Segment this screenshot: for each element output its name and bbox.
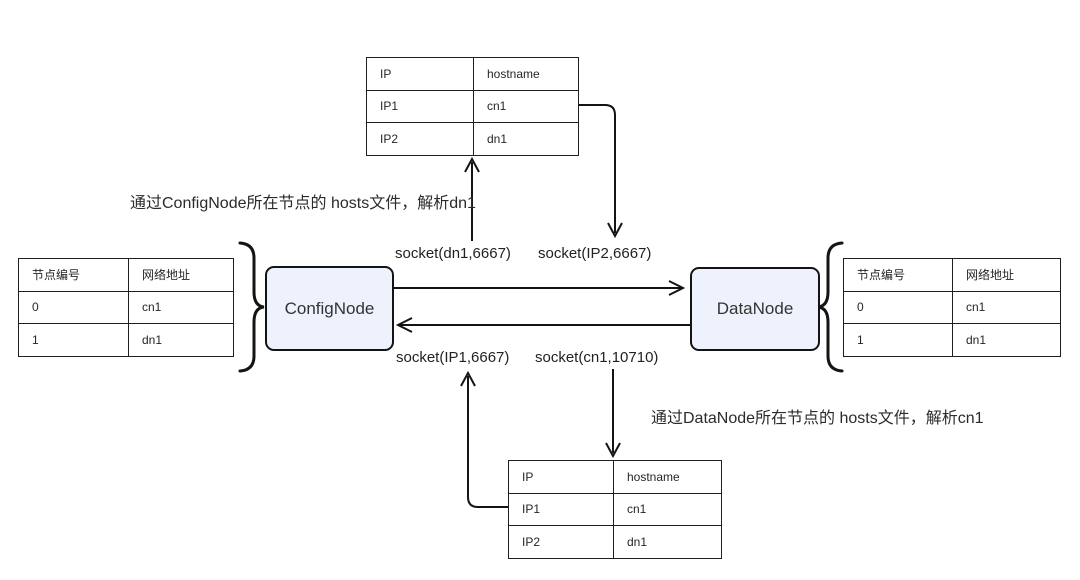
header-cell-net-addr: 网络地址 [128,258,234,292]
table-row: IP1 cn1 [508,492,722,526]
table-row: 0 cn1 [843,290,1061,324]
cell-net-addr: dn1 [952,323,1061,357]
cell-net-addr: cn1 [952,290,1061,324]
confignode-nodelist-table: 节点编号 网络地址 0 cn1 1 dn1 [18,258,234,357]
header-cell-hostname: hostname [613,460,722,494]
table-row: 1 dn1 [843,323,1061,357]
socket-label-cn1-10710: socket(cn1,10710) [535,349,659,366]
table-header-row: IP hostname [508,460,722,494]
header-cell-hostname: hostname [473,57,579,91]
cell-hostname: dn1 [473,122,579,156]
datanode-box: DataNode [690,267,820,351]
header-cell-node-id: 节点编号 [843,258,953,292]
confignode-table-brace [238,241,265,373]
cell-node-id: 1 [843,323,953,357]
socket-label-ip2-6667: socket(IP2,6667) [538,245,652,262]
table-header-row: 节点编号 网络地址 [843,258,1061,292]
table-row: 1 dn1 [18,323,234,357]
cell-net-addr: dn1 [128,323,234,357]
datanode-label: DataNode [716,299,794,318]
cell-node-id: 0 [843,290,953,324]
cell-ip: IP1 [366,89,474,123]
datanode-hosts-note: 通过DataNode所在节点的 hosts文件，解析cn1 [651,410,984,427]
header-cell-ip: IP [508,460,614,494]
confignode-label: ConfigNode [284,298,375,318]
arrow-resolve-dn1-up [464,156,480,241]
cell-ip: IP2 [366,122,474,156]
arrow-confignode-to-datanode [391,280,686,296]
table-row: IP2 dn1 [508,525,722,559]
table-header-row: 节点编号 网络地址 [18,258,234,292]
header-cell-ip: IP [366,57,474,91]
table-header-row: IP hostname [366,57,579,91]
cell-node-id: 0 [18,290,129,324]
arrow-resolve-cn1-down [605,369,621,459]
cell-ip: IP2 [508,525,614,559]
cell-ip: IP1 [508,492,614,526]
cell-hostname: cn1 [613,492,722,526]
header-cell-node-id: 节点编号 [18,258,129,292]
cell-net-addr: cn1 [128,290,234,324]
datanode-hosts-table: IP hostname IP1 cn1 IP2 dn1 [508,460,722,559]
confignode-hosts-table: IP hostname IP1 cn1 IP2 dn1 [366,57,579,156]
cell-hostname: cn1 [473,89,579,123]
header-cell-net-addr: 网络地址 [952,258,1061,292]
table-row: IP2 dn1 [366,122,579,156]
arrow-datanode-to-confignode [395,317,690,333]
cell-hostname: dn1 [613,525,722,559]
arrow-hosts-result-to-ip1 [460,370,508,508]
datanode-table-brace [817,241,844,373]
datanode-nodelist-table: 节点编号 网络地址 0 cn1 1 dn1 [843,258,1061,357]
table-row: IP1 cn1 [366,89,579,123]
confignode-hosts-note: 通过ConfigNode所在节点的 hosts文件，解析dn1 [130,195,476,212]
cell-node-id: 1 [18,323,129,357]
arrow-hosts-result-to-ip2 [578,104,623,239]
socket-label-dn1-6667: socket(dn1,6667) [395,245,511,262]
socket-label-ip1-6667: socket(IP1,6667) [396,349,510,366]
confignode-box: ConfigNode [265,266,394,351]
table-row: 0 cn1 [18,290,234,324]
